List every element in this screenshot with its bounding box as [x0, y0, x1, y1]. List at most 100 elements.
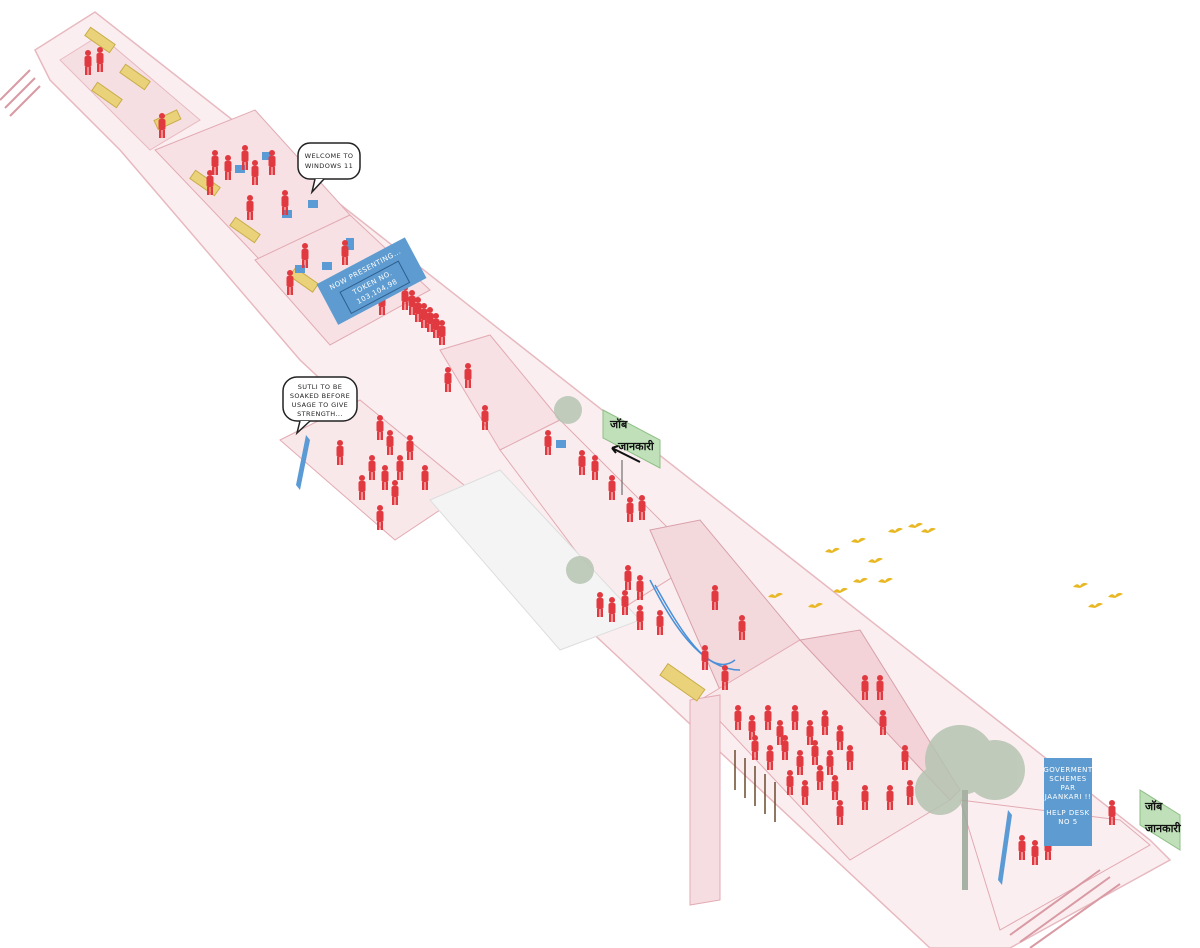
bubble-text-line: USAGE TO GIVE: [292, 401, 348, 409]
person-figure: [781, 735, 789, 760]
bird-icon: [825, 547, 840, 553]
bird-icon: [853, 577, 868, 583]
person-figure: [711, 585, 719, 610]
person-figure: [836, 725, 844, 750]
person-figure: [381, 465, 389, 490]
help-sign-line: JAANKARI !!: [1044, 793, 1091, 801]
person-figure: [358, 475, 366, 500]
person-figure: [386, 430, 394, 455]
person-figure: [444, 367, 452, 392]
job-sign-line1: जॉब: [609, 418, 628, 431]
person-figure: [626, 497, 634, 522]
help-desk-number: HELP DESK: [1046, 809, 1089, 817]
job-info-sign-2: जॉब जानकारी: [1139, 789, 1182, 851]
bird-icon: [921, 527, 936, 533]
person-figure: [816, 765, 824, 790]
person-figure: [776, 720, 784, 745]
person-figure: [246, 195, 254, 220]
people-figures: [84, 47, 1116, 865]
job-sign-line2: जानकारी: [1144, 821, 1182, 835]
person-figure: [268, 150, 276, 175]
person-figure: [879, 710, 887, 735]
person-figure: [751, 735, 759, 760]
bird-icon: [1108, 592, 1123, 598]
person-figure: [421, 465, 429, 490]
person-figure: [608, 597, 616, 622]
bird-icon: [808, 602, 823, 608]
person-figure: [544, 430, 552, 455]
person-figure: [701, 645, 709, 670]
person-figure: [621, 590, 629, 615]
person-figure: [414, 297, 422, 322]
person-figure: [1031, 840, 1039, 865]
bird-icon: [868, 557, 883, 563]
person-figure: [786, 770, 794, 795]
person-figure: [438, 320, 446, 345]
person-figure: [836, 800, 844, 825]
person-figure: [721, 665, 729, 690]
job-sign-line2: जानकारी: [617, 439, 655, 453]
bird-icon: [768, 592, 783, 598]
help-sign-line: SCHEMES: [1049, 775, 1086, 783]
person-figure: [241, 145, 249, 170]
bubble-text-line: WELCOME TO: [305, 152, 354, 160]
person-figure: [738, 615, 746, 640]
person-figure: [861, 675, 869, 700]
person-figure: [636, 575, 644, 600]
bird-icon: [878, 577, 893, 583]
person-figure: [1108, 800, 1116, 825]
person-figure: [432, 313, 440, 338]
person-figure: [224, 155, 232, 180]
person-figure: [396, 455, 404, 480]
bird-icon: [888, 527, 903, 533]
speech-bubble-welcome: WELCOME TO WINDOWS 11: [297, 142, 361, 195]
person-figure: [636, 605, 644, 630]
bird-icon: [1073, 582, 1088, 588]
person-figure: [796, 750, 804, 775]
person-figure: [391, 480, 399, 505]
speech-bubble-sutli: SUTLI TO BE SOAKED BEFORE USAGE TO GIVE …: [282, 376, 358, 436]
person-figure: [624, 565, 632, 590]
person-figure: [420, 303, 428, 328]
person-figure: [826, 750, 834, 775]
bird-icon: [851, 537, 866, 543]
person-figure: [876, 675, 884, 700]
person-figure: [596, 592, 604, 617]
person-figure: [578, 450, 586, 475]
arrow-left-icon: [611, 445, 641, 463]
person-figure: [901, 745, 909, 770]
person-figure: [764, 705, 772, 730]
person-figure: [336, 440, 344, 465]
person-figure: [806, 720, 814, 745]
person-figure: [831, 775, 839, 800]
desks: [84, 26, 706, 702]
help-sign-line: PAR: [1061, 784, 1076, 792]
person-figure: [801, 780, 809, 805]
job-info-sign: जॉब जानकारी: [602, 409, 661, 495]
person-figure: [481, 405, 489, 430]
person-figure: [96, 47, 104, 72]
person-figure: [464, 363, 472, 388]
person-figure: [656, 610, 664, 635]
person-figure: [368, 455, 376, 480]
person-figure: [281, 190, 289, 215]
bird-icon: [908, 522, 923, 528]
person-figure: [341, 240, 349, 265]
computer-screens: [235, 152, 1012, 885]
person-figure: [591, 455, 599, 480]
person-figure: [376, 415, 384, 440]
person-figure: [886, 785, 894, 810]
help-desk-sign: GOVERMENT SCHEMES PAR JAANKARI !! HELP D…: [1043, 758, 1092, 846]
person-figure: [821, 710, 829, 735]
person-figure: [608, 475, 616, 500]
birds: [768, 522, 1123, 608]
building: [0, 11, 1172, 948]
person-figure: [1018, 835, 1026, 860]
person-figure: [84, 50, 92, 75]
person-figure: [158, 113, 166, 138]
person-figure: [406, 435, 414, 460]
person-figure: [861, 785, 869, 810]
bubble-text-line: STRENGTH...: [297, 410, 343, 418]
job-sign-line1: जॉब: [1144, 800, 1163, 813]
